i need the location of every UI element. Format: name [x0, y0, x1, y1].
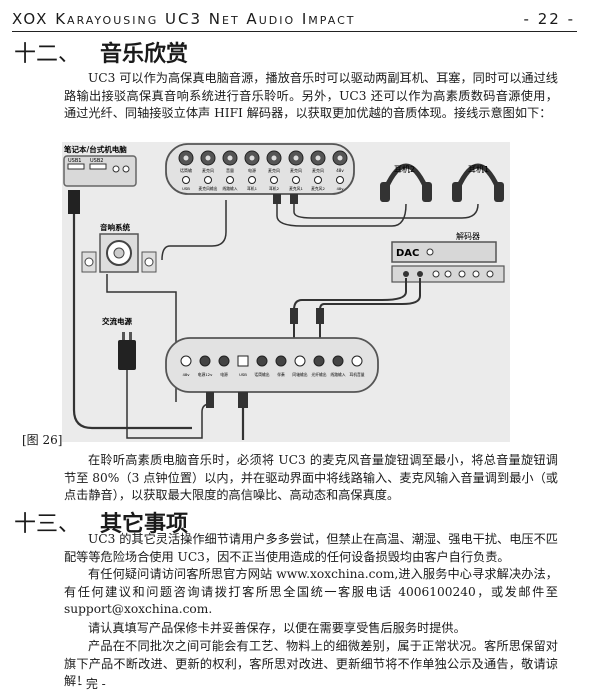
jack-icon — [336, 176, 344, 184]
section-13-paragraph-3: 请认真填写产品保修卡并妥善保存，以便在需要享受售后服务时提供。 — [88, 621, 466, 635]
laptop-device: 笔记本/台式机电脑 USB1 USB2 — [63, 144, 137, 187]
speaker-system: 音响系统 — [81, 222, 157, 273]
section-13-paragraph-2: 有任何疑问请访问客所思官方网站 www.xoxchina.com,进入服务中心寻… — [64, 567, 558, 616]
knob-label: 麦克风 — [290, 167, 302, 173]
port-icon — [294, 355, 306, 367]
jack-label: 耳机2 — [269, 186, 280, 191]
jack-label: 耳机1 — [247, 186, 258, 191]
port-label: 光纤输出 — [311, 372, 326, 377]
laptop-label: 笔记本/台式机电脑 — [64, 144, 127, 154]
ac-power-adapter: 交流电源 — [102, 316, 136, 370]
knob-label: 麦克风 — [268, 167, 280, 173]
jack-icon — [248, 176, 256, 184]
figure-label: [图 26] — [22, 433, 63, 447]
speaker-label: 音响系统 — [100, 222, 130, 232]
section-13-paragraph-1: UC3 的其它灵活操作细节请用户多多尝试，但禁止在高温、潮湿、强电干扰、电压不匹… — [64, 532, 558, 564]
section-number: 十三、 — [14, 512, 81, 537]
port-label: 伴奏 — [277, 372, 285, 377]
jack-icon — [292, 176, 300, 184]
port-label: 话筒输出 — [254, 372, 269, 377]
jack-label: 麦克风输出 — [199, 186, 218, 191]
knob-label: 麦克风 — [312, 167, 324, 173]
note-paragraph: 在聆听高素质电脑音乐时，必须将 UC3 的麦克风音量旋钮调至最小，将总音量旋钮调… — [64, 453, 558, 502]
port-icon — [351, 355, 363, 367]
headphone-2-label: 耳机2 — [394, 164, 415, 174]
page-header: XOX Karayousing UC3 Net Audio Impact - 2… — [12, 8, 577, 32]
jack-label: 48v — [336, 186, 344, 191]
section-13-paragraph-4: 产品在不同批次之间可能会有工艺、物料上的细微差别，属于正常状况。客所思保留对旗下… — [64, 639, 558, 688]
jack-label: USB — [182, 186, 190, 191]
headphone-1-label: 耳机1 — [468, 164, 489, 174]
knob-label: 话筒输 — [180, 167, 192, 173]
page-number: - 22 - — [523, 10, 575, 28]
jack-icon — [226, 176, 234, 184]
section-12-heading: 十二、音乐欣赏 — [14, 36, 188, 68]
headphone-2: 耳机2 — [380, 163, 432, 202]
port-label: 同轴输出 — [292, 372, 307, 377]
port-label: 耳机音量 — [349, 372, 364, 377]
power-label: 交流电源 — [102, 316, 132, 326]
header-title: XOX Karayousing UC3 Net Audio Impact — [12, 10, 356, 28]
uc3-rear-panel: 48v 电源12v 电源 USB 话筒输出 伴奏 同轴输出光纤输出线路输入耳机音量 — [165, 337, 379, 393]
decoder-label: 解码器 — [456, 231, 480, 241]
jack-label: 麦克风2 — [311, 186, 325, 191]
usb1-label: USB1 — [68, 158, 81, 164]
end-mark: - 完 - — [78, 677, 106, 691]
port-icon — [332, 355, 344, 367]
section-13-heading: 十三、其它事项 — [14, 506, 188, 538]
port-label: 48v — [182, 372, 190, 377]
section-title: 音乐欣赏 — [100, 41, 189, 67]
section-title: 其它事项 — [100, 511, 189, 537]
usb2-label: USB2 — [90, 158, 103, 164]
knob-label: 音量 — [226, 167, 234, 173]
port-icon — [313, 355, 325, 367]
port-icon — [218, 355, 230, 367]
jack-icon — [182, 176, 190, 184]
section-number: 十二、 — [14, 42, 81, 67]
knob-label: 48v — [336, 168, 344, 173]
port-icon — [256, 355, 268, 367]
section-12-paragraph: UC3 可以作为高保真电脑音源，播放音乐时可以驱动两副耳机、耳塞，同时可以通过线… — [64, 71, 558, 120]
port-label: 电源12v — [198, 372, 213, 377]
usb-port-icon — [237, 355, 249, 367]
headphone-1: 耳机1 — [452, 163, 504, 202]
port-label: 线路输入 — [330, 372, 345, 377]
port-label: 电源 — [220, 372, 228, 377]
jack-label: 线路输入 — [222, 186, 237, 191]
jack-icon — [204, 176, 212, 184]
port-icon — [275, 355, 287, 367]
jack-icon — [314, 176, 322, 184]
dac-label: DAC — [396, 248, 419, 259]
port-icon — [199, 355, 211, 367]
knob-label: 电源 — [248, 167, 256, 173]
jack-icon — [270, 176, 278, 184]
header-rule — [12, 31, 577, 32]
jack-label: 麦克风1 — [289, 186, 303, 191]
port-label: USB — [239, 372, 247, 377]
knob-label: 麦克风 — [202, 167, 214, 173]
uc3-front-panel: 话筒输 麦克风 音量 电源 麦克风 麦克风 麦克风 48v USB 麦克风输出线路输入 耳机1 耳机… — [165, 143, 355, 195]
port-icon — [180, 355, 192, 367]
